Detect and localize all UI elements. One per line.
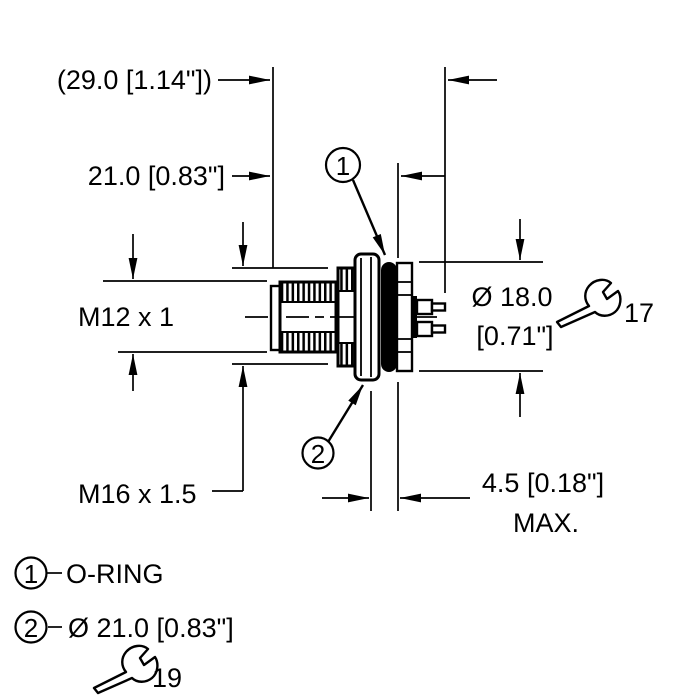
overall-length-dimension: (29.0 [1.14"]) [57,65,212,95]
legend-balloon-1-circle [14,556,48,590]
contact-pins [415,298,447,338]
balloon-1-number: 1 [336,151,350,181]
balloon-2-number: 2 [311,439,325,469]
pin-upper-tip [430,302,447,312]
collar-hatch-top [337,267,356,292]
collar-hatch-bottom [337,342,356,367]
balloon-1-leader [351,179,387,256]
panel-thickness-dimension: 4.5 [0.18"] [482,468,604,498]
rear-hex [395,261,414,373]
wrench-size-17: 17 [555,278,654,329]
pin-upper-base [415,298,434,316]
legend-oring-label: O-RING [66,559,164,589]
balloon-2: 2 [301,384,365,470]
legend-balloon-1-number: 1 [24,559,38,589]
connector-drawing [245,252,447,382]
dimension-lines [128,75,525,503]
wrench-size-19-label: 19 [152,663,182,693]
rear-diameter-inch-label: [0.71"] [476,321,553,351]
thread-hatch-top [279,281,337,303]
balloon-2-circle [301,436,335,470]
panel-thickness-qualifier: MAX. [513,508,579,538]
wrench-19-icon [92,644,159,695]
legend-balloon-2-circle [14,610,48,644]
legend: 1 O-RING 2 Ø 21.0 [0.83"] 19 [14,556,234,695]
wrench-size-17-label: 17 [624,298,654,328]
rear-diameter-metric-label: Ø 18.0 [471,282,552,312]
flange [353,252,381,382]
legend-item-2: 2 Ø 21.0 [0.83"] [14,610,234,644]
extension-lines [103,67,543,511]
thread-hatch-bottom [279,331,337,353]
o-ring [381,262,397,372]
mount-thread-label: M16 x 1.5 [78,479,197,509]
body-length-dimension: 21.0 [0.83"] [88,161,225,191]
legend-flange-diameter-label: Ø 21.0 [0.83"] [68,613,234,643]
legend-item-1: 1 O-RING [14,556,164,590]
balloon-1: 1 [324,146,387,256]
pin-lower-base [415,320,434,338]
balloon-2-leader [326,384,365,443]
rear-insert-plate [412,296,417,338]
wrench-size-19: 19 [92,644,182,695]
balloon-1-circle [324,146,362,184]
wrench-17-icon [555,278,622,329]
front-thread-label: M12 x 1 [78,302,174,332]
pin-lower-tip [430,324,447,334]
legend-balloon-2-number: 2 [24,613,38,643]
